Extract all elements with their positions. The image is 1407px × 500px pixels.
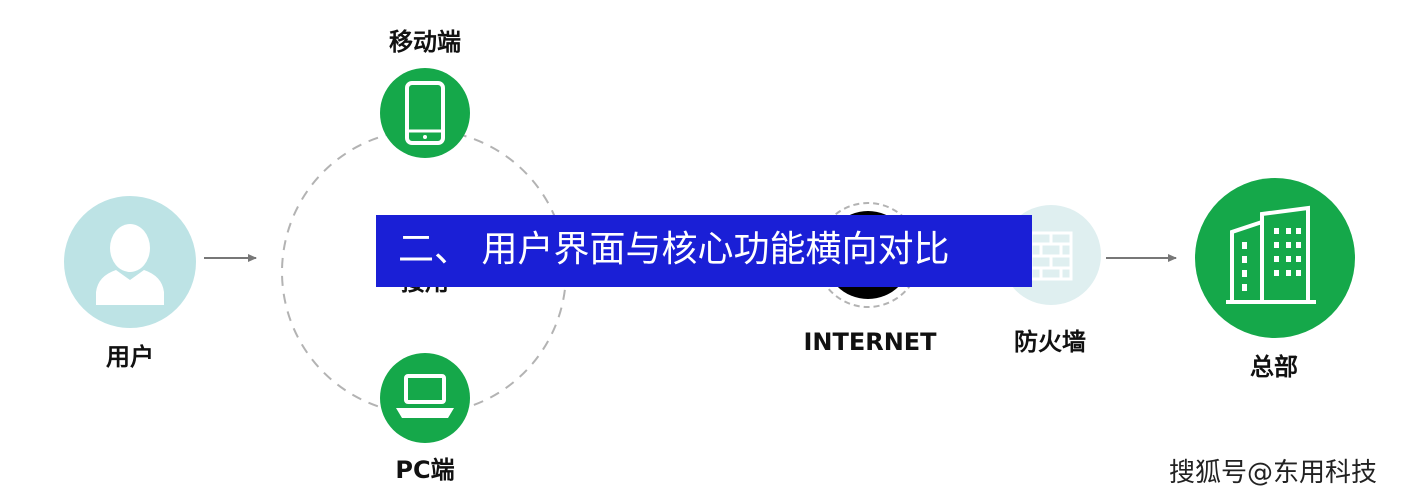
- pc-node: [380, 353, 470, 443]
- user-node: [64, 196, 196, 328]
- mobile-label: 移动端: [389, 28, 461, 56]
- smartphone-icon: [405, 81, 445, 145]
- office-building-icon: [1226, 205, 1316, 304]
- pc-label: PC端: [395, 456, 455, 484]
- source-watermark: 搜狐号@东用科技: [1168, 458, 1377, 488]
- firewall-label: 防火墙: [1014, 328, 1086, 356]
- internet-label: INTERNET: [803, 328, 937, 356]
- hq-label: 总部: [1250, 353, 1298, 381]
- banner-title: 二、 用户界面与核心功能横向对比: [398, 229, 950, 270]
- hq-node: [1195, 178, 1355, 338]
- user-label: 用户: [106, 343, 154, 371]
- user-silhouette-icon: [96, 224, 164, 305]
- building-windows: [1242, 228, 1301, 291]
- title-banner: 二、 用户界面与核心功能横向对比: [376, 215, 1032, 287]
- mobile-node: [380, 68, 470, 158]
- laptop-icon: [396, 374, 454, 418]
